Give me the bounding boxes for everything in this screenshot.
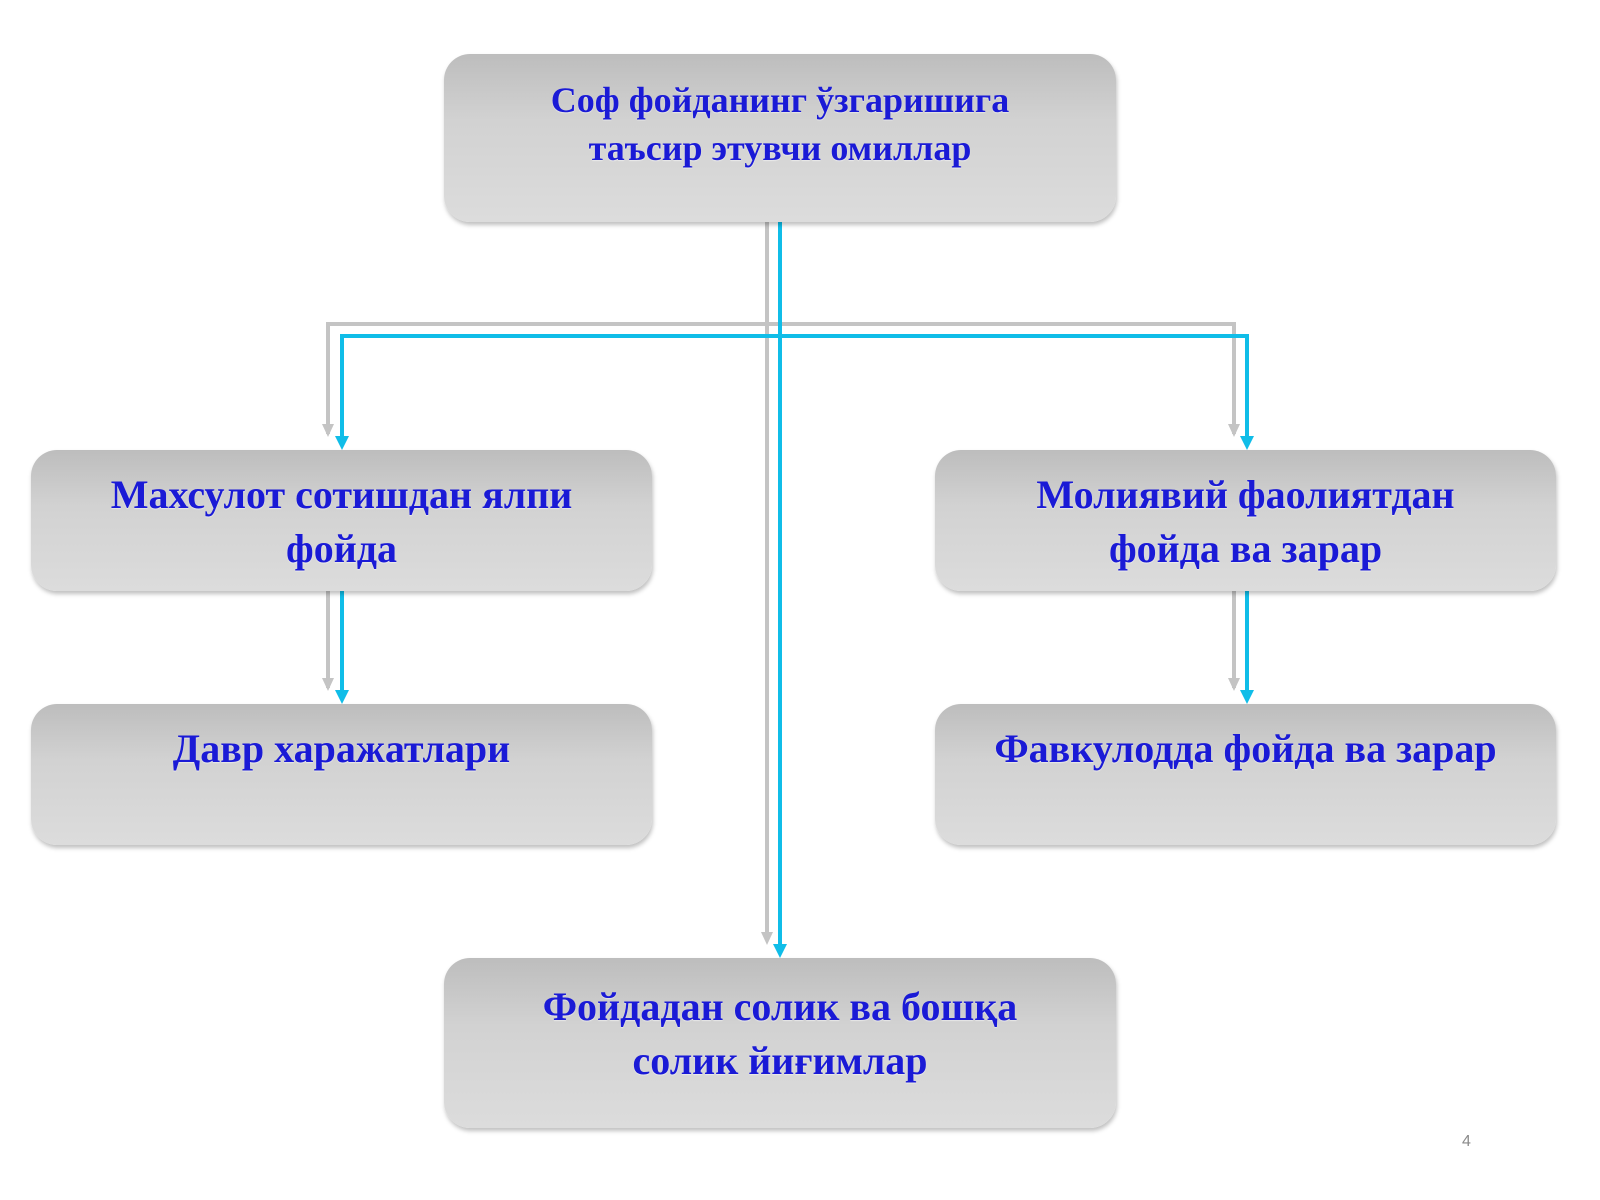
shadow-top-to-left: [326, 210, 769, 434]
shadow-top-to-right: [767, 322, 1236, 434]
box-right2-line-1: Фавкулодда фойда ва зарар: [994, 726, 1497, 771]
connector-lines: [340, 222, 1249, 948]
arrowhead-right2: [1240, 690, 1254, 704]
connector-shadow-heads: [322, 424, 1240, 945]
arrowhead-right: [1240, 436, 1254, 450]
arrowhead-left: [335, 436, 349, 450]
box-left2-line-1: Давр харажатлари: [172, 726, 511, 771]
box-top-line-1: Соф фойданинг ўзгаришига: [550, 80, 1010, 120]
box-top-line-2: таъсир этувчи омиллар: [588, 128, 972, 168]
box-period-expenses: Давр харажатлари: [31, 704, 652, 845]
box-bottom-line-1: Фойдадан солик ва бошқа: [542, 984, 1018, 1029]
box-net-profit-factors: Соф фойданинг ўзгаришига таъсир этувчи о…: [444, 54, 1116, 222]
connector-arrowheads: [335, 436, 1254, 958]
box-gross-profit-sales: Махсулот сотишдан ялпи фойда: [31, 450, 652, 591]
box-financial-activity: Молиявий фаолиятдан фойда ва зарар: [935, 450, 1556, 591]
box-left-line-2: фойда: [286, 526, 397, 571]
box-bottom-line-2: солик йиғимлар: [632, 1038, 928, 1083]
arrow-top-to-left: [340, 222, 782, 440]
page-number: 4: [1462, 1133, 1471, 1150]
box-right-line-2: фойда ва зарар: [1108, 526, 1383, 571]
box-profit-tax: Фойдадан солик ва бошқа солик йиғимлар: [444, 958, 1116, 1128]
arrowhead-bottom: [773, 944, 787, 958]
arrowhead-left2: [335, 690, 349, 704]
box-left-line-1: Махсулот сотишдан ялпи: [110, 472, 573, 517]
box-right-line-1: Молиявий фаолиятдан: [1036, 472, 1455, 517]
box-extraordinary-profit-loss: Фавкулодда фойда ва зарар: [935, 704, 1556, 845]
arrow-top-to-right: [780, 334, 1249, 440]
